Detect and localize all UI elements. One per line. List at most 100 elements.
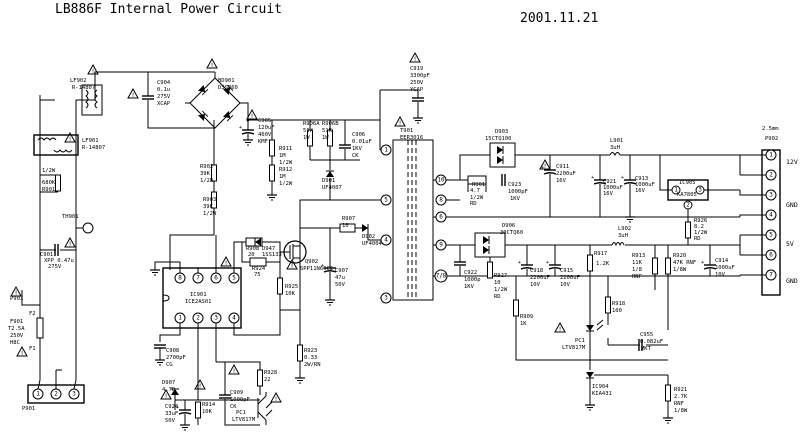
c905-ref: C905 — [258, 118, 271, 124]
c915-ref: C915 — [560, 268, 573, 274]
r920-v1: 47K RNF — [673, 260, 696, 266]
f901-v1: T2.5A — [8, 326, 25, 332]
r912-v2: 1/2W — [279, 181, 293, 187]
bd901-value: D3SB60 — [218, 85, 238, 91]
r909-ref: R909 — [520, 314, 533, 320]
r912-ref: R912 — [279, 167, 292, 173]
r921-v3: 1/8W — [674, 408, 688, 414]
ic901-pin-8: 8 — [178, 275, 182, 282]
q902-ref: Q902 — [305, 259, 318, 265]
p902-note: 2.5mm — [762, 126, 779, 132]
d903-ref: D903 — [495, 129, 508, 135]
ic905-value: KA7805 — [677, 192, 697, 198]
c924-ref: C924 — [165, 404, 179, 410]
p901-pin-3: 3 — [72, 391, 76, 398]
lf901-value: R-14807 — [82, 145, 105, 151]
r927-v3: RD — [494, 294, 501, 300]
c923-v2: 1KV — [510, 196, 521, 202]
ic901-pin-5: 5 — [232, 275, 236, 282]
r901-v2: 1/2W — [470, 195, 484, 201]
c922-v1: 1000p — [464, 277, 481, 283]
c955-v2: MKT — [641, 346, 652, 352]
r921-v1: 2.7K — [674, 394, 688, 400]
p902-pin-6: 6 — [769, 252, 773, 259]
c904-v2: 275V — [157, 94, 171, 100]
l902-inductor — [611, 242, 625, 247]
c922-v2: 1KV — [464, 284, 475, 290]
c909-v2: CK — [230, 404, 237, 410]
r927-v1: 10 — [494, 280, 501, 286]
r920-ref: R920 — [673, 253, 686, 259]
bd901-bridge — [189, 77, 241, 129]
c924-v2: 50V — [165, 418, 176, 424]
t901-transformer — [390, 139, 434, 301]
r901in-v2: 680K — [42, 180, 56, 186]
c904-v1: 0.1u — [157, 87, 170, 93]
t901-pin-9: 9 — [439, 242, 443, 249]
r908-value: 20 — [248, 252, 255, 258]
l902-value: 3uH — [618, 233, 628, 239]
c909-v1: 1000pF — [230, 397, 250, 403]
r902-v2: 1/2W — [200, 178, 214, 184]
c955-ref: C955 — [640, 332, 653, 338]
pc1b-ref: PC1 — [575, 338, 585, 344]
t901-pin-3: 3 — [384, 295, 388, 302]
q902-mosfet — [283, 240, 307, 266]
c922-ref: C922 — [464, 270, 477, 276]
c908-v1: 2700pF — [166, 355, 186, 361]
lf901-choke — [33, 134, 79, 156]
d947-value: 1SS133 — [262, 252, 282, 258]
d907-ref: D907 — [162, 380, 175, 386]
t901-pin-8: 8 — [439, 197, 443, 204]
d906-ref: D906 — [502, 223, 515, 229]
t901-pin-7-8: 7/8 — [436, 273, 447, 280]
d906-diode — [474, 232, 506, 258]
ic901-controller — [162, 267, 242, 329]
f901-v2: 250V — [10, 333, 24, 339]
c921-v1: 1000uF — [603, 185, 623, 191]
r906a-v1: 51K — [303, 128, 314, 134]
p901-pin-1: 1 — [36, 391, 40, 398]
c915-v2: 10V — [560, 282, 571, 288]
r909-value: 1K — [520, 321, 527, 327]
r925-ref: R925 — [285, 284, 298, 290]
r906a-v2: 1W — [303, 135, 310, 141]
r923-v2: 2W/RN — [304, 362, 321, 368]
c905-v2: 400V — [258, 132, 272, 138]
ic904-value: KIA431 — [592, 391, 612, 397]
d902-value: UF4004 — [362, 241, 383, 247]
ic901-pin-4: 4 — [232, 315, 236, 322]
c905-v3: KMF — [258, 139, 268, 145]
c906-v2: 1KV — [352, 146, 363, 152]
d902-ref: D902 — [362, 234, 375, 240]
p902-pin-2: 2 — [769, 172, 773, 179]
lf902-value: R-14807 — [72, 85, 95, 91]
c918-v2: 10V — [530, 282, 541, 288]
ic901-pin-3: 3 — [214, 315, 218, 322]
d903-diode — [489, 142, 516, 168]
ic904-ref: IC904 — [592, 384, 609, 390]
c907-v1: 47u — [335, 275, 345, 281]
c919-v3: YCAP — [410, 87, 424, 93]
th901-ref: TH901 — [62, 214, 79, 220]
r914-value: 10K — [202, 409, 213, 415]
c914-ref: C914 — [715, 258, 729, 264]
p901-pin-2: 2 — [54, 391, 58, 398]
r913-v3: RNF — [632, 274, 642, 280]
r911-v1: 1M — [279, 153, 286, 159]
d901-ref: D901 — [322, 178, 335, 184]
c919-v1: 3300pF — [410, 73, 430, 79]
d903-value: 15CTQ100 — [485, 136, 512, 142]
p901-ref: P901 — [22, 406, 35, 412]
t901-pin-10: 10 — [437, 177, 445, 184]
c901-v2: 275V — [48, 264, 62, 270]
t901-pin-5: 5 — [384, 197, 388, 204]
r907-ref: R907 — [342, 216, 355, 222]
ic905-ref: IC905 — [679, 180, 696, 186]
ic901-pin-7: 7 — [196, 275, 200, 282]
c924-v1: 33uF — [165, 411, 178, 417]
l902-ref: L902 — [618, 226, 631, 232]
r913-ref: R913 — [632, 253, 645, 259]
t901-value: EER3016 — [400, 135, 423, 141]
